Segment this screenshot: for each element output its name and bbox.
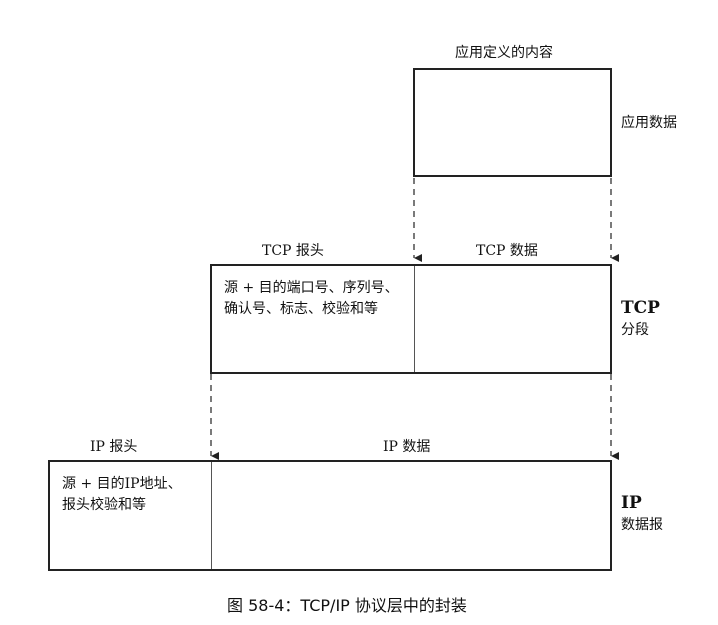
tcp-segment-box: 源 + 目的端口号、序列号、 确认号、标志、校验和等 xyxy=(210,264,612,374)
tcp-side-title: TCP xyxy=(621,298,660,318)
figure-caption: 图 58-4：TCP/IP 协议层中的封装 xyxy=(227,596,467,615)
tcp-data-label: TCP 数据 xyxy=(476,243,538,259)
ip-side-label: IP 数据报 xyxy=(621,492,663,536)
ip-header-divider xyxy=(211,462,212,569)
app-data-box xyxy=(413,68,612,177)
ip-header-line: 源 + 目的IP地址、 xyxy=(62,476,182,492)
ip-header-label: IP 报头 xyxy=(90,439,138,455)
ip-header-line: 报头校验和等 xyxy=(62,497,146,513)
ip-data-label: IP 数据 xyxy=(383,439,431,455)
ip-datagram-box: 源 + 目的IP地址、 报头校验和等 xyxy=(48,460,612,571)
tcp-header-divider xyxy=(414,266,415,372)
app-side-label: 应用数据 xyxy=(621,115,677,131)
ip-side-subtitle: 数据报 xyxy=(621,517,663,533)
app-top-label: 应用定义的内容 xyxy=(455,45,553,61)
tcp-side-subtitle: 分段 xyxy=(621,322,649,338)
tcp-header-line: 确认号、标志、校验和等 xyxy=(224,301,378,317)
tcp-header-line: 源 + 目的端口号、序列号、 xyxy=(224,280,399,296)
ip-side-title: IP xyxy=(621,493,642,513)
tcp-header-label: TCP 报头 xyxy=(262,243,324,259)
ip-header-contents: 源 + 目的IP地址、 报头校验和等 xyxy=(62,474,182,516)
tcp-header-contents: 源 + 目的端口号、序列号、 确认号、标志、校验和等 xyxy=(224,278,399,320)
tcp-side-label: TCP 分段 xyxy=(621,297,660,341)
